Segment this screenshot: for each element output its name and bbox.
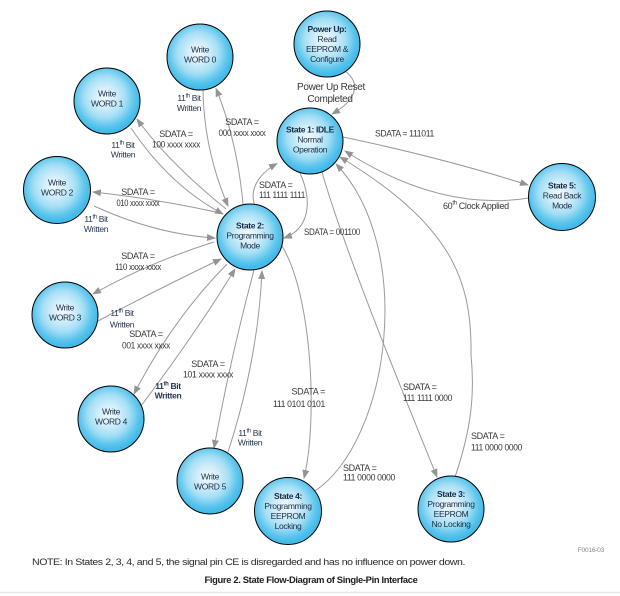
svg-text:Write: Write xyxy=(102,407,121,417)
svg-text:Mode: Mode xyxy=(240,241,260,251)
svg-text:111 1111 1111: 111 1111 1111 xyxy=(259,190,305,200)
svg-text:SDATA =: SDATA = xyxy=(225,117,259,127)
svg-text:SDATA =: SDATA = xyxy=(191,359,225,369)
svg-text:EEPROM: EEPROM xyxy=(271,511,306,521)
svg-text:Write: Write xyxy=(201,472,220,482)
svg-text:State 3:: State 3: xyxy=(437,489,465,499)
svg-text:Written: Written xyxy=(111,150,136,160)
svg-text:Read Back: Read Back xyxy=(543,191,583,201)
svg-text:No Locking: No Locking xyxy=(431,519,471,529)
svg-text:60th Clock Applied: 60th Clock Applied xyxy=(443,201,509,212)
svg-text:State 2:: State 2: xyxy=(236,221,264,231)
svg-text:111 0101 0101: 111 0101 0101 xyxy=(273,399,325,409)
svg-text:11th Bit: 11th Bit xyxy=(110,308,134,318)
svg-text:SDATA =: SDATA = xyxy=(292,387,326,397)
svg-text:010 xxxx xxxx: 010 xxxx xxxx xyxy=(117,198,161,208)
svg-text:Written: Written xyxy=(238,438,263,448)
svg-text:SDATA = 111011: SDATA = 111011 xyxy=(375,129,434,139)
svg-text:Normal: Normal xyxy=(297,135,323,145)
svg-text:Mode: Mode xyxy=(552,201,572,211)
svg-text:Figure 2. State Flow-Diagram o: Figure 2. State Flow-Diagram of Single-P… xyxy=(205,575,418,586)
svg-text:Completed: Completed xyxy=(307,94,352,105)
svg-text:EEPROM &: EEPROM & xyxy=(306,44,349,54)
svg-text:Configure: Configure xyxy=(310,54,344,64)
svg-text:WORD 5: WORD 5 xyxy=(194,482,227,492)
svg-text:111 1111 0000: 111 1111 0000 xyxy=(403,393,452,403)
svg-text:SDATA =: SDATA = xyxy=(121,187,155,197)
svg-text:SDATA =: SDATA = xyxy=(403,382,437,392)
svg-text:Locking: Locking xyxy=(275,521,302,531)
svg-text:111 0000 0000: 111 0000 0000 xyxy=(343,473,395,483)
svg-text:111 0000 0000: 111 0000 0000 xyxy=(471,443,522,453)
svg-text:Read: Read xyxy=(318,34,338,44)
svg-text:SDATA =: SDATA = xyxy=(159,129,193,139)
svg-text:SDATA =: SDATA = xyxy=(471,431,505,441)
svg-text:Programming: Programming xyxy=(264,501,312,511)
svg-text:SDATA =: SDATA = xyxy=(259,180,293,190)
svg-text:State 4:: State 4: xyxy=(274,491,302,501)
svg-text:State 1: IDLE: State 1: IDLE xyxy=(286,125,335,135)
svg-text:WORD 4: WORD 4 xyxy=(95,417,128,427)
svg-text:State 5:: State 5: xyxy=(548,181,576,191)
svg-text:F0016-03: F0016-03 xyxy=(578,547,605,554)
svg-text:Written: Written xyxy=(84,224,109,234)
svg-text:Power Up:: Power Up: xyxy=(308,24,347,34)
svg-text:11th Bit: 11th Bit xyxy=(84,214,108,224)
svg-text:100 xxxx xxxx: 100 xxxx xxxx xyxy=(152,140,201,150)
svg-text:SDATA = 001100: SDATA = 001100 xyxy=(304,227,360,237)
svg-text:Write: Write xyxy=(56,303,75,313)
svg-text:000 xxxx xxxx: 000 xxxx xxxx xyxy=(219,128,267,138)
svg-text:Written: Written xyxy=(110,320,135,330)
svg-text:WORD 3: WORD 3 xyxy=(49,313,82,323)
svg-text:SDATA =: SDATA = xyxy=(343,463,377,473)
svg-text:Written: Written xyxy=(177,103,202,113)
svg-text:101 xxxx xxxx: 101 xxxx xxxx xyxy=(183,370,234,380)
svg-text:WORD 1: WORD 1 xyxy=(91,99,124,109)
svg-text:Programming: Programming xyxy=(226,231,274,241)
svg-text:110 xxxx xxxx: 110 xxxx xxxx xyxy=(115,262,162,272)
svg-text:11th Bit: 11th Bit xyxy=(238,428,262,438)
svg-text:SDATA =: SDATA = xyxy=(121,251,155,261)
svg-text:11th Bit: 11th Bit xyxy=(155,381,181,391)
svg-text:WORD 0: WORD 0 xyxy=(184,55,217,65)
svg-text:SDATA =: SDATA = xyxy=(129,329,163,339)
svg-text:Write: Write xyxy=(191,45,210,55)
svg-text:11th Bit: 11th Bit xyxy=(177,93,201,103)
svg-text:EEPROM: EEPROM xyxy=(434,509,469,519)
svg-text:Power Up Reset: Power Up Reset xyxy=(297,82,365,93)
svg-text:Write: Write xyxy=(48,178,67,188)
svg-text:WORD 2: WORD 2 xyxy=(41,188,74,198)
svg-text:Written: Written xyxy=(155,391,182,401)
svg-text:001 xxxx xxxx: 001 xxxx xxxx xyxy=(122,341,171,351)
svg-text:11th Bit: 11th Bit xyxy=(111,140,135,150)
svg-text:Programming: Programming xyxy=(427,499,475,509)
svg-text:NOTE: In States 2, 3, 4, and: NOTE: In States 2, 3, 4, and 5, the sign… xyxy=(32,557,465,567)
svg-text:Operation: Operation xyxy=(293,145,328,155)
svg-text:Write: Write xyxy=(98,89,117,99)
